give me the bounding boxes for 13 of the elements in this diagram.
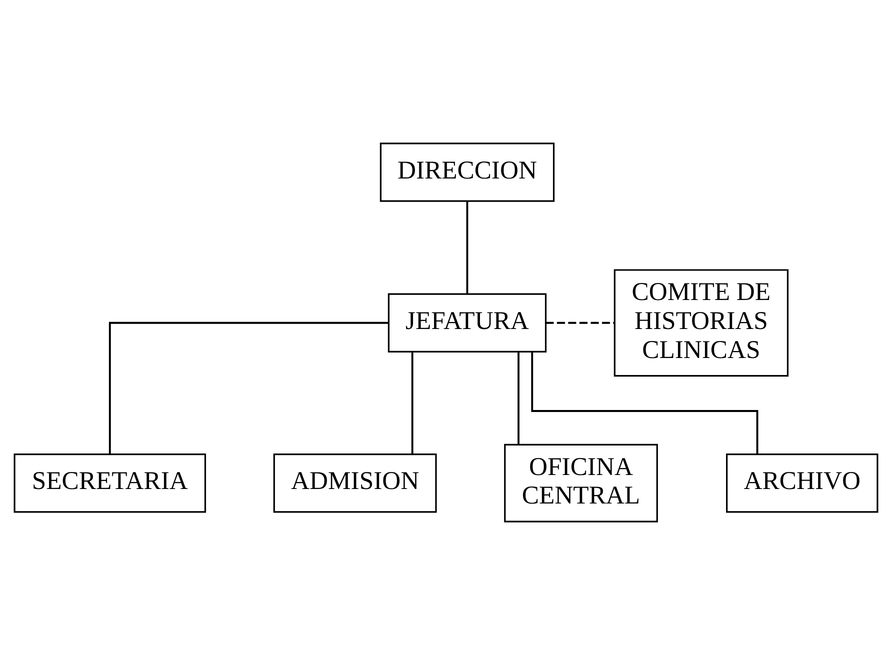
connector bbox=[108, 322, 388, 454]
node-box: ADMISION bbox=[273, 453, 437, 513]
connector bbox=[518, 352, 520, 444]
node-box: OFICINA CENTRAL bbox=[504, 444, 658, 522]
node-box: SECRETARIA bbox=[14, 453, 206, 513]
node-box: COMITE DE HISTORIAS CLINICAS bbox=[614, 269, 789, 377]
node-box: ARCHIVO bbox=[726, 453, 878, 513]
node-box: JEFATURA bbox=[388, 293, 547, 353]
connector bbox=[531, 352, 758, 454]
node-box: DIRECCION bbox=[380, 142, 555, 202]
connector bbox=[546, 322, 614, 324]
connector bbox=[411, 352, 414, 454]
connector bbox=[466, 201, 468, 294]
